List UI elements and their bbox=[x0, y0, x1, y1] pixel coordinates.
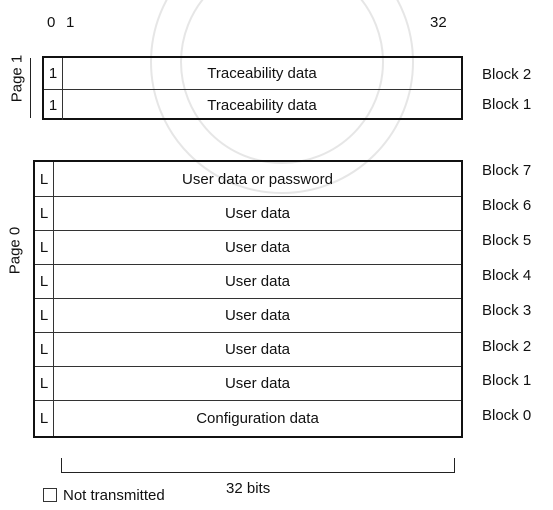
row-content: User data bbox=[224, 239, 291, 256]
row-content: User data bbox=[224, 273, 291, 290]
page-0-row-block-3: L User data bbox=[35, 298, 461, 332]
page-1-label: Page 1 bbox=[8, 54, 26, 103]
bit-flag: L bbox=[35, 162, 54, 196]
row-content: User data or password bbox=[182, 170, 333, 188]
page-0-row-block-5: L User data bbox=[35, 230, 461, 264]
bit-label-32: 32 bbox=[430, 14, 447, 31]
bit-label-1: 1 bbox=[66, 14, 75, 31]
block-label: Block 4 bbox=[482, 267, 532, 284]
bit-flag: L bbox=[35, 197, 54, 230]
row-content: Traceability data bbox=[207, 96, 317, 114]
row-content: Traceability data bbox=[207, 65, 317, 82]
block-label: Block 5 bbox=[482, 232, 532, 249]
block-label: Block 1 bbox=[482, 372, 532, 389]
page-0-row-block-6: L User data bbox=[35, 196, 461, 230]
page-0-row-block-7: L User data or password bbox=[35, 162, 461, 196]
block-label: Block 0 bbox=[482, 407, 532, 424]
page-1-row-block-1: 1 Traceability data bbox=[44, 89, 461, 120]
page-0-row-block-2: L User data bbox=[35, 332, 461, 366]
bit-flag: L bbox=[35, 333, 54, 366]
block-label: Block 3 bbox=[482, 302, 532, 319]
page-1-brace bbox=[30, 58, 37, 118]
block-label: Block 7 bbox=[482, 162, 532, 179]
block-label: Block 1 bbox=[482, 96, 532, 113]
width-label: 32 bits bbox=[226, 480, 271, 497]
row-content: User data bbox=[224, 307, 291, 324]
block-label: Block 6 bbox=[482, 197, 532, 214]
row-content: User data bbox=[224, 375, 291, 392]
page-0-row-block-1: L User data bbox=[35, 366, 461, 400]
row-content: User data bbox=[224, 205, 291, 222]
bit-flag: L bbox=[35, 299, 54, 332]
page-1-row-block-2: 1 Traceability data bbox=[44, 58, 461, 89]
bit-flag: 1 bbox=[44, 90, 63, 120]
block-label: Block 2 bbox=[482, 66, 532, 83]
page-0-row-block-0: L Configuration data bbox=[35, 400, 461, 436]
not-transmitted-swatch bbox=[43, 488, 57, 502]
page-0-row-block-4: L User data bbox=[35, 264, 461, 298]
legend-label: Not transmitted bbox=[63, 487, 165, 504]
page-0-label: Page 0 bbox=[6, 226, 24, 275]
page-0-memory-table: L User data or password L User data L Us… bbox=[33, 160, 463, 438]
block-label: Block 2 bbox=[482, 338, 532, 355]
bit-flag: L bbox=[35, 367, 54, 400]
page-1-memory-table: 1 Traceability data 1 Traceability data bbox=[42, 56, 463, 120]
bit-flag: L bbox=[35, 265, 54, 298]
row-content: User data bbox=[224, 341, 291, 358]
bit-flag: L bbox=[35, 401, 54, 436]
bit-label-0: 0 bbox=[47, 14, 56, 31]
width-bracket bbox=[61, 458, 455, 473]
row-content: Configuration data bbox=[196, 410, 319, 427]
bit-flag: 1 bbox=[44, 58, 63, 89]
bit-flag: L bbox=[35, 231, 54, 264]
